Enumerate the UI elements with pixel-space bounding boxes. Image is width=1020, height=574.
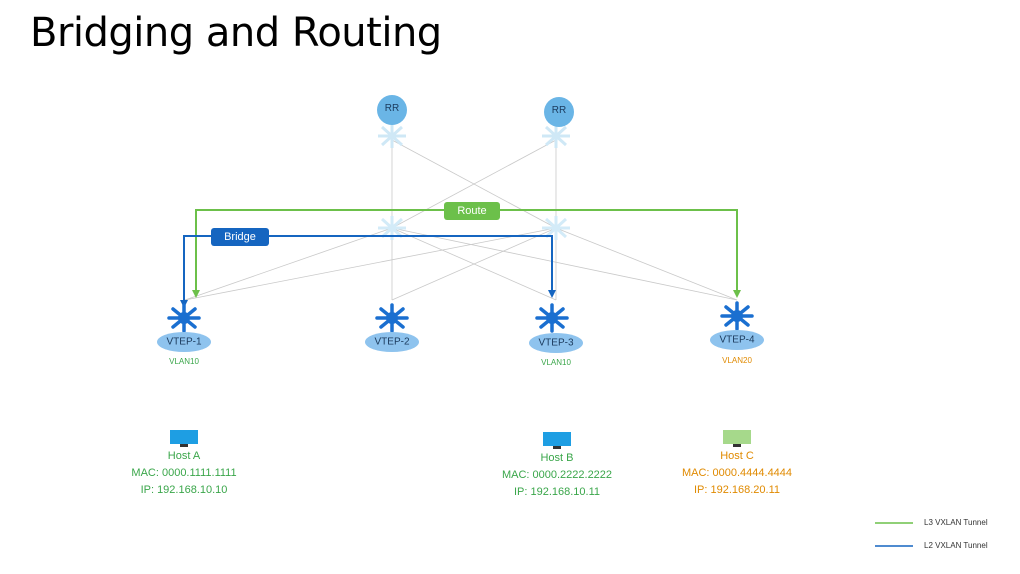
host-b-monitor-icon: [543, 432, 571, 449]
host-c-mac: MAC: 0000.4444.4444: [681, 467, 793, 479]
rr-label-1: RR: [384, 103, 400, 114]
vtep-4-label: VTEP-4: [719, 334, 755, 346]
rr-circle-2: [544, 97, 574, 127]
slide-title: Bridging and Routing: [30, 10, 442, 56]
rr-switch-1: [378, 124, 406, 148]
route-tag: Route: [444, 202, 500, 220]
rr-switch-2: [542, 124, 570, 148]
legend-l2-label: L2 VXLAN Tunnel: [924, 541, 988, 550]
vtep-1-label: VTEP-1: [166, 336, 202, 348]
vtep-3-switch-icon: [535, 303, 569, 333]
vtep-2-label: VTEP-2: [374, 336, 410, 348]
vtep-4-switch-icon: [720, 301, 754, 331]
legend-l3-label: L3 VXLAN Tunnel: [924, 518, 988, 527]
host-c: Host C MAC: 0000.4444.4444 IP: 192.168.2…: [682, 448, 792, 499]
spine-switch-2: [542, 216, 570, 240]
host-a: Host A MAC: 0000.1111.1111 IP: 192.168.1…: [131, 448, 236, 499]
host-b-name: Host B: [540, 452, 574, 464]
route-arrow-2: [733, 290, 741, 298]
vtep-2-ellipse: [365, 332, 419, 352]
bridge-arrow-2: [548, 290, 556, 298]
route-arrow-1: [192, 290, 200, 298]
fabric-links: [184, 139, 738, 301]
vtep-1-switch-icon: [167, 303, 201, 333]
host-b-ip: IP: 192.168.10.11: [513, 486, 601, 498]
vtep-1-vlan: VLAN10: [169, 357, 199, 366]
vtep-3-vlan: VLAN10: [541, 358, 571, 367]
host-b-mac: MAC: 0000.2222.2222: [501, 469, 613, 481]
vtep-4-vlan: VLAN20: [722, 356, 752, 365]
vtep-1-ellipse: [157, 332, 211, 352]
host-a-name: Host A: [167, 450, 201, 462]
host-a-mac: MAC: 0000.1111.1111: [131, 467, 237, 479]
vtep-4-ellipse: [710, 330, 764, 350]
host-b: Host B MAC: 0000.2222.2222 IP: 192.168.1…: [502, 450, 612, 501]
host-c-ip: IP: 192.168.20.11: [693, 484, 781, 496]
rr-circle-1: [377, 95, 407, 125]
vtep-3-ellipse: [529, 333, 583, 353]
host-a-ip: IP: 192.168.10.10: [140, 484, 228, 496]
vtep-2-switch-icon: [375, 303, 409, 333]
host-c-monitor-icon: [723, 430, 751, 447]
vtep-3-label: VTEP-3: [538, 337, 574, 349]
bridge-tag: Bridge: [211, 228, 269, 246]
spine-switch-1: [378, 216, 406, 240]
l2-bridge-path: [183, 235, 553, 306]
host-c-name: Host C: [720, 450, 754, 462]
vtep-switches: [167, 301, 754, 333]
rr-label-2: RR: [551, 105, 567, 116]
host-a-monitor-icon: [170, 430, 198, 447]
